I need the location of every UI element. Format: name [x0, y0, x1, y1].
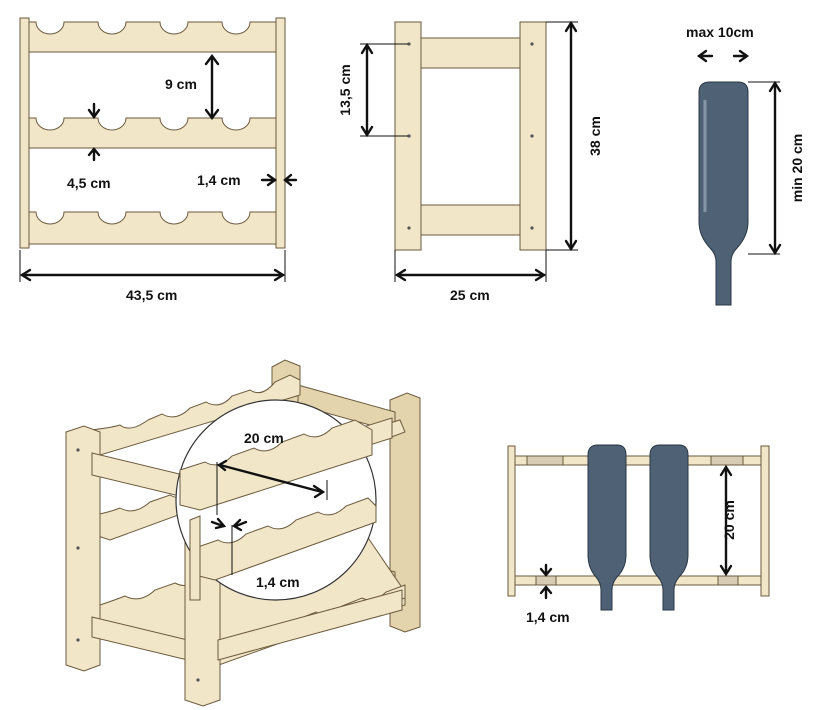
bottle-width-label: max 10cm [686, 24, 754, 40]
perspective-spacing-label: 20 cm [244, 430, 284, 446]
front-hole-dimension: 4,5 cm [67, 102, 111, 191]
bottle-spec: max 10cm min 20 cm [686, 24, 805, 306]
front-spacing-dimension: 9 cm [165, 54, 220, 120]
side-view: 13,5 cm 38 cm 25 cm [337, 20, 603, 303]
front-thickness-label: 1,4 cm [197, 172, 241, 188]
top-bottle-right [649, 444, 689, 611]
side-top-bar [420, 37, 521, 69]
front-spacing-label: 9 cm [165, 76, 197, 92]
front-left-post-3d [65, 425, 101, 672]
front-shelf-bottom [28, 211, 277, 245]
top-thickness-dimension: 1,4 cm [526, 563, 570, 625]
side-bottom-bar [420, 204, 521, 236]
side-bar-spacing-label: 13,5 cm [337, 64, 353, 115]
bottle-shape [698, 81, 749, 306]
top-spacing-label: 20 cm [721, 500, 737, 540]
front-width-label: 43,5 cm [126, 287, 177, 303]
side-height-dimension: 38 cm [546, 20, 603, 252]
bottle-width-dimension: max 10cm [686, 24, 754, 63]
side-height-label: 38 cm [587, 116, 603, 156]
top-right-post [760, 445, 770, 597]
front-right-post [275, 17, 286, 249]
front-thickness-dimension: 1,4 cm [197, 172, 298, 188]
front-hole-label: 4,5 cm [67, 175, 111, 191]
front-shelf-top [28, 21, 277, 53]
top-front-rail [514, 575, 762, 586]
top-bottle-left [587, 444, 627, 611]
perspective-view: 20 cm 1,4 cm [65, 359, 421, 707]
top-spacing-dimension: 20 cm [719, 464, 737, 577]
top-left-post [507, 445, 516, 597]
top-view: 20 cm 1,4 cm [507, 444, 770, 625]
bottle-length-label: min 20 cm [789, 134, 805, 202]
side-depth-dimension: 25 cm [394, 250, 547, 303]
back-right-post [389, 392, 421, 633]
perspective-thickness-label: 1,4 cm [256, 574, 300, 590]
top-back-rail [514, 455, 762, 466]
bottle-length-dimension: min 20 cm [768, 80, 805, 256]
front-view: 9 cm 4,5 cm 1,4 cm 43,5 cm [19, 17, 298, 303]
front-left-post [19, 17, 30, 249]
perspective-shelf-top [89, 374, 301, 456]
front-width-dimension: 43,5 cm [19, 250, 286, 303]
side-bar-spacing-dimension: 13,5 cm [337, 42, 408, 138]
zoom-detail: 20 cm 1,4 cm [175, 399, 377, 601]
top-thickness-label: 1,4 cm [526, 609, 570, 625]
side-depth-label: 25 cm [450, 287, 490, 303]
front-shelf-middle [28, 117, 277, 149]
